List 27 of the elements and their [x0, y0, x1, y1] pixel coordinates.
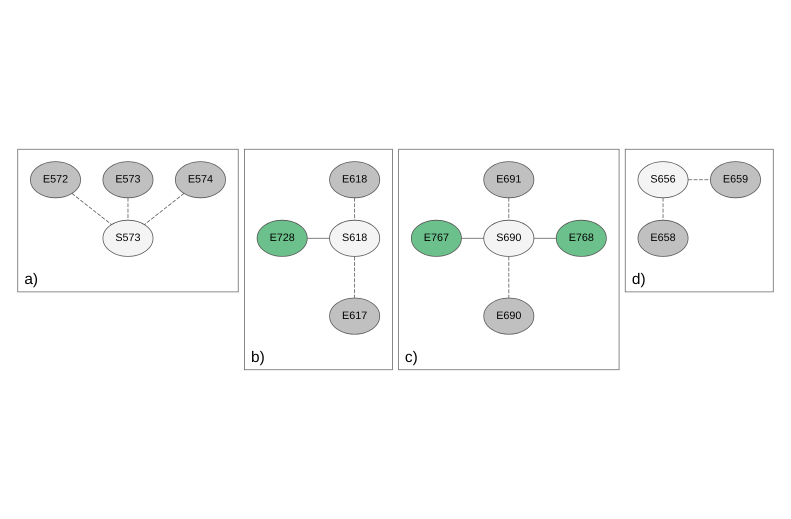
- node-ellipse: E767: [410, 220, 462, 257]
- node-ellipse: E658: [638, 220, 688, 257]
- node-ellipse: E573: [102, 161, 154, 198]
- connector: [72, 193, 112, 225]
- connector: [354, 256, 356, 298]
- connector: [688, 179, 711, 180]
- node-ellipse: E617: [329, 298, 380, 335]
- node-ellipse: S690: [483, 220, 534, 257]
- node-ellipse: E572: [30, 161, 81, 198]
- connector: [144, 193, 184, 225]
- node-ellipse: S656: [638, 161, 688, 198]
- connector: [508, 256, 510, 298]
- node-ellipse: E691: [483, 161, 534, 198]
- connector: [306, 238, 330, 239]
- connector: [662, 198, 664, 220]
- node-ellipse: E618: [329, 161, 380, 198]
- node-ellipse: S573: [102, 220, 154, 257]
- node-ellipse: E574: [175, 161, 226, 198]
- connector: [534, 238, 557, 239]
- node-ellipse: E690: [483, 298, 534, 335]
- node-ellipse: E768: [556, 220, 607, 257]
- node-ellipse: E728: [256, 220, 308, 257]
- connector: [354, 198, 356, 220]
- connector: [461, 238, 484, 239]
- node-ellipse: S618: [329, 220, 380, 257]
- node-ellipse: E659: [710, 161, 761, 198]
- connector: [508, 198, 510, 220]
